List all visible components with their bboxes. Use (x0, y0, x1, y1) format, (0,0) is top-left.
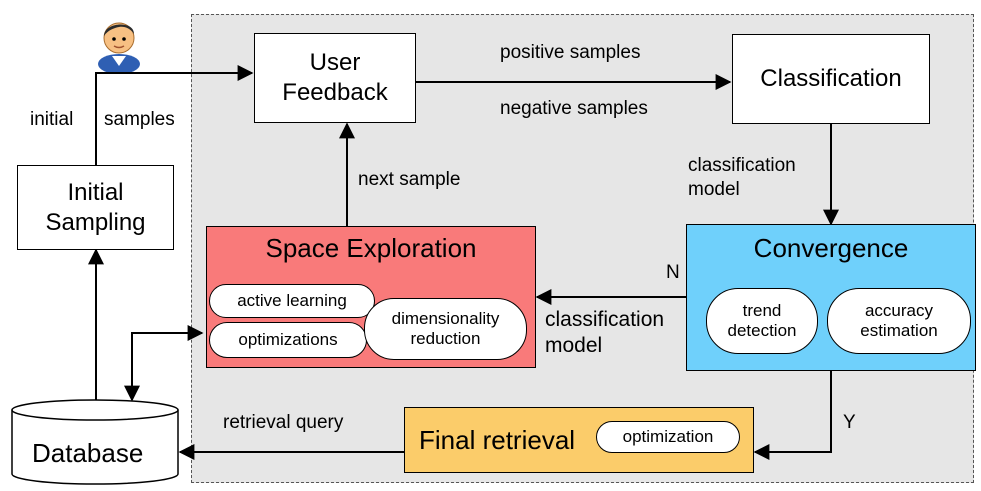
final-retrieval-label: Final retrieval (419, 424, 576, 455)
n-label: N (666, 262, 680, 283)
arrow-db-to-exploration (124, 325, 204, 402)
user-feedback-label: User Feedback (282, 49, 388, 106)
classification-label: Classification (760, 65, 902, 92)
accuracy-estimation-pill: accuracy estimation (827, 288, 971, 354)
arrow-initial-samples (95, 65, 254, 165)
optimizations-pill: optimizations (209, 322, 367, 358)
classification-model-top-label: classification model (688, 155, 796, 200)
initial-label: initial (30, 109, 74, 130)
optimizations-text: optimizations (238, 330, 338, 350)
samples-label: samples (104, 109, 175, 130)
initial-sampling-box: Initial Sampling (17, 165, 174, 250)
dimensionality-reduction-text: dimensionality reduction (391, 309, 500, 348)
user-avatar-icon (94, 12, 144, 74)
user-feedback-box: User Feedback (254, 33, 416, 123)
negative-samples-label: negative samples (500, 98, 648, 119)
database-label: Database (32, 438, 144, 468)
initial-sampling-label: Initial Sampling (45, 178, 146, 236)
space-exploration-label: Space Exploration (265, 233, 477, 263)
accuracy-estimation-text: accuracy estimation (860, 301, 938, 340)
next-sample-label: next sample (358, 169, 461, 190)
convergence-label: Convergence (753, 233, 909, 263)
classification-box: Classification (732, 34, 930, 124)
dimensionality-reduction-pill: dimensionality reduction (364, 298, 527, 360)
database-cylinder: Database (10, 398, 180, 486)
y-label: Y (843, 412, 856, 433)
classification-model-mid-label: classification model (545, 308, 665, 358)
optimization-pill: optimization (596, 421, 740, 453)
positive-samples-label: positive samples (500, 42, 641, 63)
active-learning-text: active learning (237, 291, 347, 311)
optimization-text: optimization (622, 427, 714, 447)
arrow-y-to-retrieval (753, 371, 832, 460)
active-learning-pill: active learning (209, 284, 375, 318)
final-retrieval-box: Final retrieval (404, 407, 754, 473)
trend-detection-pill: trend detection (706, 288, 818, 354)
retrieval-query-label: retrieval query (223, 412, 344, 433)
trend-detection-text: trend detection (727, 301, 797, 340)
